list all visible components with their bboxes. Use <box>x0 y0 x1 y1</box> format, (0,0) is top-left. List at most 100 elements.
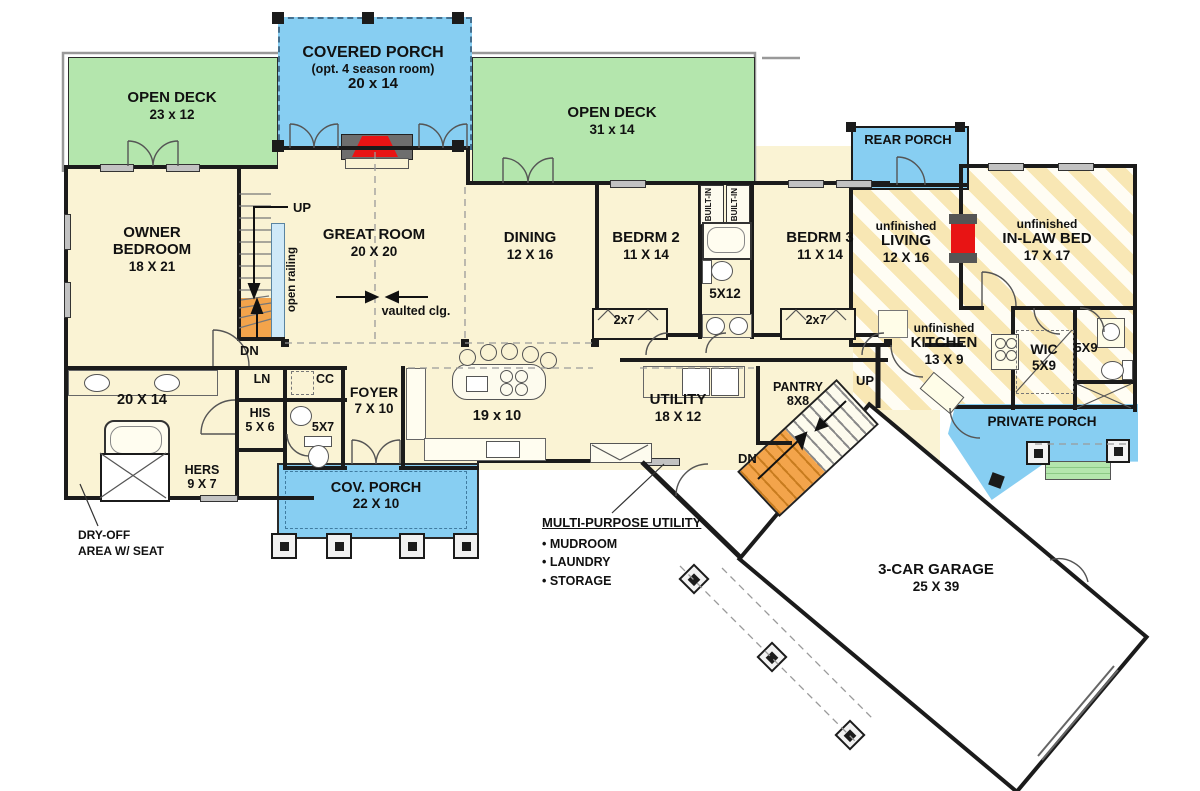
porch-fireplace-step <box>345 158 409 169</box>
porch-post <box>362 12 374 24</box>
wall <box>620 358 888 362</box>
wall <box>949 405 1137 409</box>
unfinished-inlaw-label: unfinished IN-LAW BED 17 X 17 <box>1002 217 1092 264</box>
room-name: OWNER BEDROOM <box>112 224 192 258</box>
room-prefix: unfinished <box>875 219 937 233</box>
column-post <box>461 339 469 347</box>
bedrm2-label: BEDRM 2 11 X 14 <box>612 229 680 262</box>
stair-up-label: UP <box>293 200 312 215</box>
room-name: REAR PORCH <box>864 132 952 147</box>
stool <box>501 343 518 360</box>
note-item: • MUDROOM <box>542 536 618 551</box>
open-deck-right-label: OPEN DECK 31 x 14 <box>567 104 656 137</box>
stair-dn-label: DN <box>240 343 259 358</box>
room-name: HERS <box>184 463 220 477</box>
wall <box>466 146 470 185</box>
room-dims: 22 X 10 <box>352 496 400 512</box>
stove-burner <box>995 338 1006 349</box>
unfinished-wing-floor <box>853 168 1135 410</box>
room-name: UTILITY <box>649 391 707 408</box>
stool <box>522 346 539 363</box>
closet-2x7-label: 2x7 <box>614 313 635 327</box>
owner-bedroom-label: OWNER BEDROOM 18 X 21 <box>92 224 212 274</box>
cooktop-burner <box>500 383 513 396</box>
stove-burner <box>995 350 1006 361</box>
room-dims: 11 X 14 <box>797 246 843 262</box>
cov-porch-post <box>453 533 479 559</box>
wall <box>283 366 287 400</box>
shower <box>100 453 170 502</box>
room-name: KITCHEN <box>910 334 978 352</box>
window <box>200 495 238 502</box>
room-name: BEDRM 3 <box>786 229 854 246</box>
unfinished-kitchen-label: unfinished KITCHEN 13 X 9 <box>910 321 978 368</box>
hers-closet-label: HERS 9 X 7 <box>185 463 220 491</box>
wall <box>1073 306 1077 410</box>
room-dims: 12 X 16 <box>882 250 930 266</box>
garage-label: 3-CAR GARAGE 25 X 39 <box>878 561 994 594</box>
room-dims: 5X9 <box>1074 340 1098 355</box>
bath-5x9-label: 5X9 <box>1074 340 1098 356</box>
foyer-label: FOYER 7 X 10 <box>349 384 399 416</box>
stair-orange-winders <box>239 298 271 338</box>
room-dims: 18 X 12 <box>654 408 702 424</box>
room-name: DINING <box>503 229 557 246</box>
wall <box>64 165 68 500</box>
wall <box>925 343 963 347</box>
bathtub-inner <box>707 227 745 253</box>
ceiling-note: vaulted clg. <box>381 304 451 318</box>
wall <box>64 366 347 370</box>
toilet-bowl <box>711 261 733 281</box>
private-porch-steps <box>1045 461 1111 480</box>
room-name: LN <box>253 372 271 386</box>
cooktop-burner <box>500 370 513 383</box>
room-dims: 17 X 17 <box>1023 248 1071 264</box>
multi-purpose-note: MULTI-PURPOSE UTILITY • MUDROOM • LAUNDR… <box>542 514 701 590</box>
cov-porch-post <box>399 533 425 559</box>
porch-post <box>452 12 464 24</box>
note-line: DRY-OFF <box>78 528 131 542</box>
coat-closet-symbol <box>291 371 314 395</box>
room-dims: 9 X 7 <box>187 477 217 491</box>
wall <box>235 366 239 500</box>
wall <box>341 366 345 468</box>
room-dims: 7 X 10 <box>354 400 394 416</box>
basement-up-label: UP <box>856 373 875 388</box>
dining-label: DINING 12 X 16 <box>503 229 557 262</box>
room-dims: 20 X 14 <box>117 392 167 408</box>
window <box>836 180 872 188</box>
wall <box>1133 164 1137 412</box>
wic-label: WIC 5X9 <box>1030 341 1058 373</box>
room-name: IN-LAW BED <box>1002 230 1092 248</box>
vaulted-clg-label: vaulted clg. <box>382 304 451 318</box>
room-name: COV. PORCH <box>330 480 422 496</box>
wall <box>756 441 792 445</box>
window <box>988 163 1024 171</box>
wall <box>959 164 963 226</box>
pantry-label: PANTRY 8X8 <box>773 380 823 408</box>
wall <box>401 366 405 468</box>
wall <box>698 181 702 339</box>
sink <box>1102 323 1120 341</box>
room-name: FOYER <box>349 384 399 400</box>
room-name: LIVING <box>880 232 932 250</box>
room-name: WIC <box>1030 341 1058 357</box>
covered-porch-label: COVERED PORCH (opt. 4 season room) 20 x … <box>302 44 443 93</box>
room-dims: 20 X 20 <box>350 243 398 259</box>
cov-porch-post <box>326 533 352 559</box>
room-name: 3-CAR GARAGE <box>878 561 994 578</box>
room-dims: 12 X 16 <box>506 246 554 262</box>
window <box>166 164 200 172</box>
built-in-label: BUILT-IN <box>704 188 713 222</box>
window <box>100 164 134 172</box>
private-porch-post <box>1106 439 1130 463</box>
toilet-bowl <box>308 445 329 468</box>
room-dims: 13 X 9 <box>924 352 964 368</box>
cooktop-burner <box>515 383 528 396</box>
walk-post <box>834 719 866 751</box>
wall <box>849 183 853 347</box>
wall <box>1073 380 1135 384</box>
private-porch-post <box>1026 441 1050 465</box>
stair-railing <box>271 223 285 341</box>
